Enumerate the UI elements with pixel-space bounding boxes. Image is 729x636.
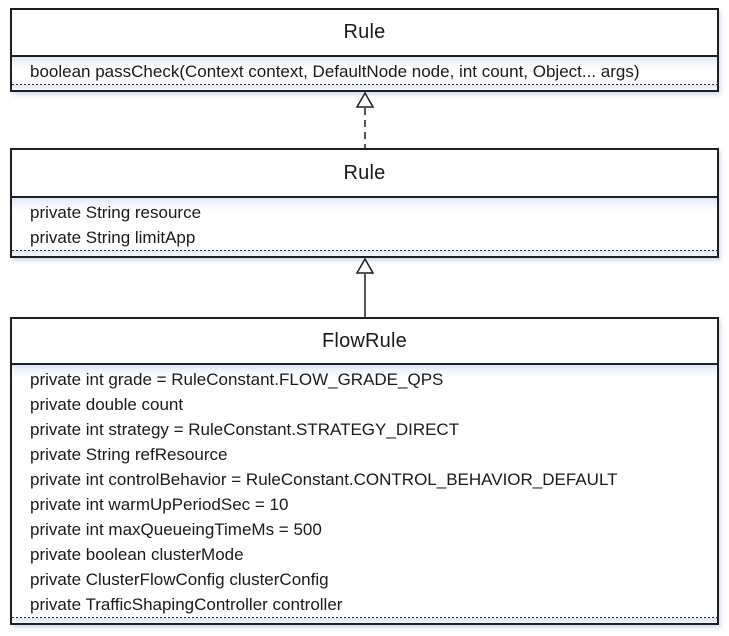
class-member: boolean passCheck(Context context, Defau…	[30, 62, 640, 81]
hollow-triangle-arrowhead	[355, 92, 375, 108]
class-member: private ClusterFlowConfig clusterConfig	[30, 570, 329, 589]
class-box-rule-abstract: Rule private String resource private Str…	[10, 148, 719, 258]
class-member: private int grade = RuleConstant.FLOW_GR…	[30, 370, 444, 389]
class-member: private boolean clusterMode	[30, 545, 244, 564]
compartment-dashed-separator	[12, 617, 717, 618]
class-member: private int strategy = RuleConstant.STRA…	[30, 420, 460, 439]
class-member: private double count	[30, 395, 184, 414]
inheritance-arrow	[352, 258, 378, 317]
class-title: Rule	[12, 150, 717, 198]
class-box-rule-interface: Rule boolean passCheck(Context context, …	[10, 8, 719, 92]
class-member: private int warmUpPeriodSec = 10	[30, 495, 289, 514]
hollow-triangle-arrowhead	[355, 258, 375, 274]
class-members: boolean passCheck(Context context, Defau…	[12, 57, 717, 84]
compartment-dashed-separator	[12, 250, 717, 251]
empty-compartment	[12, 251, 717, 256]
class-member: private int maxQueueingTimeMs = 500	[30, 520, 322, 539]
class-title: FlowRule	[12, 319, 717, 365]
class-members: private int grade = RuleConstant.FLOW_GR…	[12, 365, 717, 617]
class-member: private TrafficShapingController control…	[30, 595, 343, 614]
class-title: Rule	[12, 10, 717, 57]
class-members: private String resource private String l…	[12, 198, 717, 250]
realization-arrow	[352, 92, 378, 148]
class-box-flowrule: FlowRule private int grade = RuleConstan…	[10, 317, 719, 625]
class-member: private String refResource	[30, 445, 228, 464]
class-member: private int controlBehavior = RuleConsta…	[30, 470, 618, 489]
compartment-dashed-separator	[12, 84, 717, 85]
class-member: private String resource	[30, 203, 202, 222]
empty-compartment	[12, 618, 717, 623]
realization-arrow-graphic	[355, 92, 375, 148]
class-member: private String limitApp	[30, 228, 196, 247]
empty-compartment	[12, 85, 717, 90]
inheritance-arrow-graphic	[355, 258, 375, 317]
